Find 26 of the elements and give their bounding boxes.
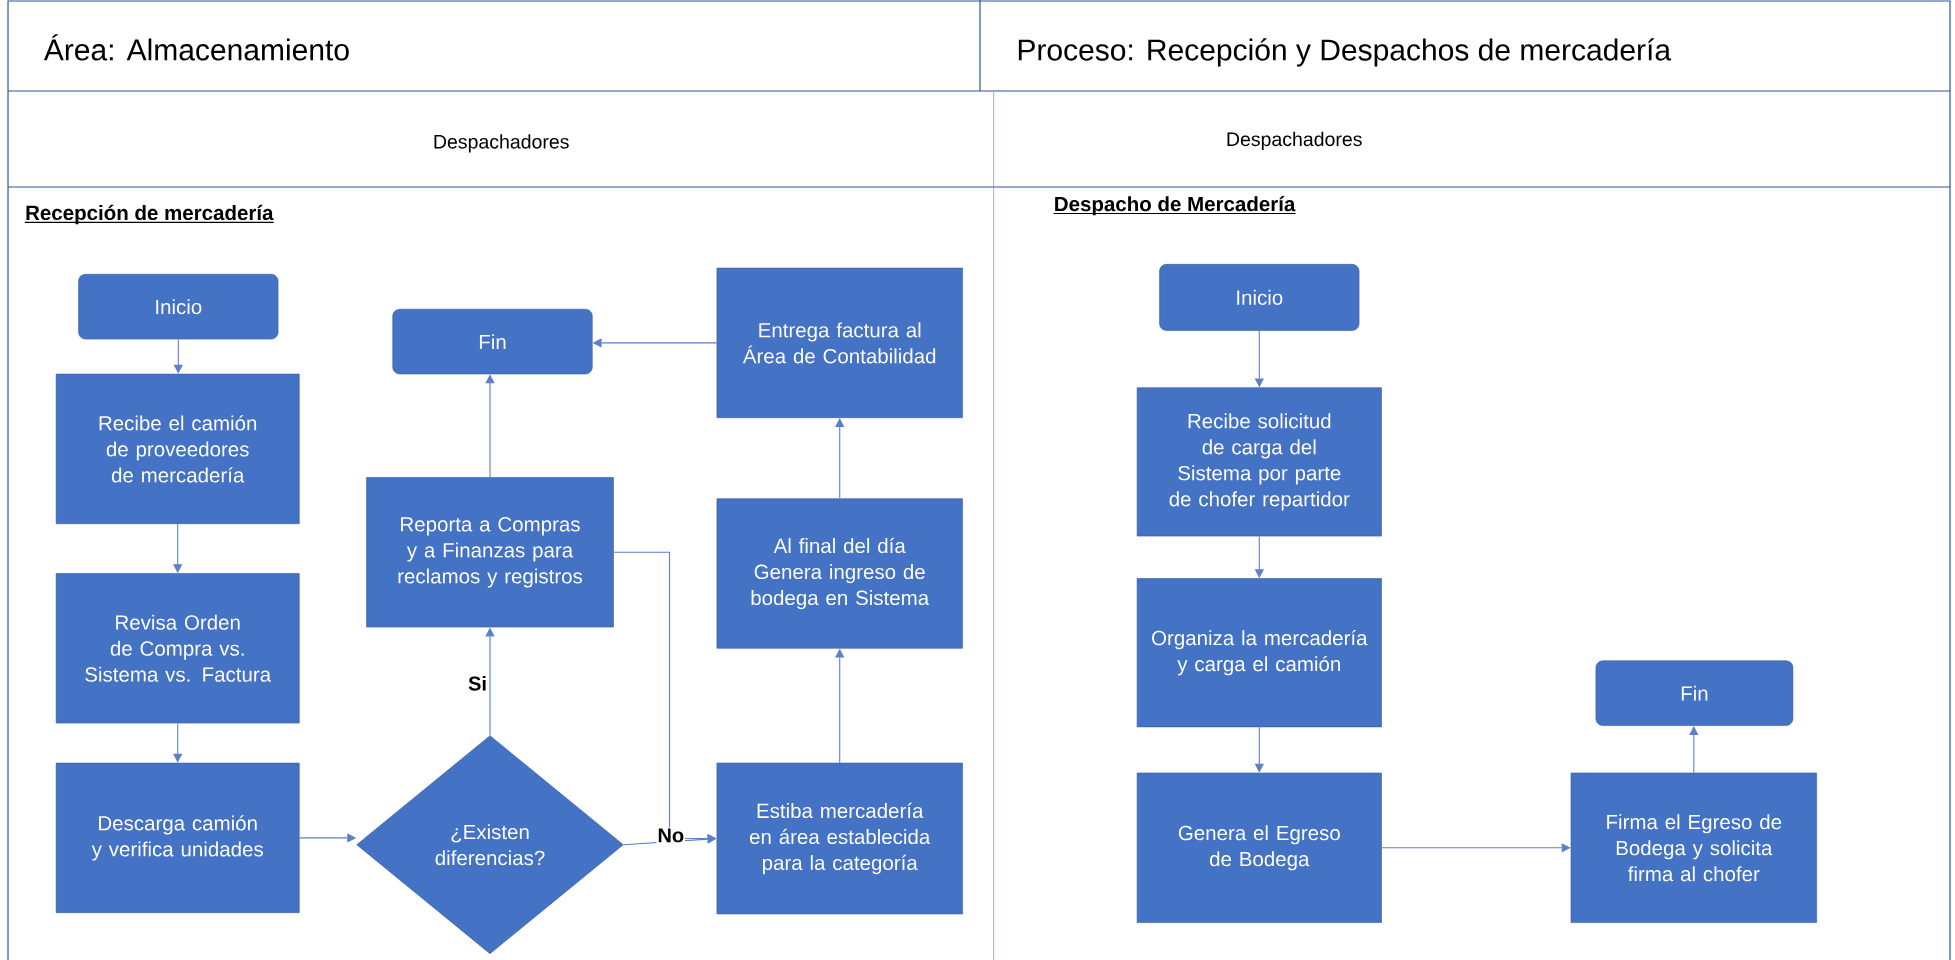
terminator-box: Fin <box>392 308 593 375</box>
process-box: Al final del día Genera ingreso de bodega en Sistema <box>716 498 963 649</box>
arrow <box>485 374 495 478</box>
process-box: Recibe solicitud de carga del Sistema por parte de chofer repartidor <box>1136 387 1382 537</box>
terminator-box: Fin <box>1595 660 1794 726</box>
header-cell-text: Área: Almacenamiento <box>43 34 349 61</box>
lane-title: Despachadores <box>1227 131 1362 150</box>
edge-label: Si <box>467 674 488 692</box>
process-box: Descarga camión y verifica unidades <box>55 762 300 913</box>
process-box: Revisa Orden de Compra vs. Sistema vs. Factura <box>55 573 300 724</box>
process-box: Entrega factura al Área de Contabilidad <box>716 267 963 418</box>
terminator-box: Inicio <box>78 274 279 340</box>
lane-title: Despachadores <box>434 134 569 153</box>
process-box: Reporta a Compras y a Finanzas para reclamos y registros <box>366 477 614 628</box>
process-box: Firma el Egreso de Bodega y solicita firma al chofer <box>1570 772 1817 923</box>
process-box: Organiza la mercadería y carga el camión <box>1136 578 1382 728</box>
arrow <box>173 722 183 763</box>
arrow <box>1381 843 1571 853</box>
process-box: Recibe el camión de proveedores de mercadería <box>55 373 300 524</box>
terminator-box: Inicio <box>1159 264 1360 331</box>
header-cell-text: Proceso: Recepción y Despachos de mercadería <box>1018 38 1672 67</box>
process-box: Genera el Egreso de Bodega <box>1136 772 1382 923</box>
section-heading: Recepción de mercadería <box>24 204 275 225</box>
process-box: Estiba mercadería en área establecida para la categoría <box>716 762 963 915</box>
section-heading: Despacho de Mercadería <box>1053 196 1297 216</box>
edge-label: No <box>656 827 686 844</box>
